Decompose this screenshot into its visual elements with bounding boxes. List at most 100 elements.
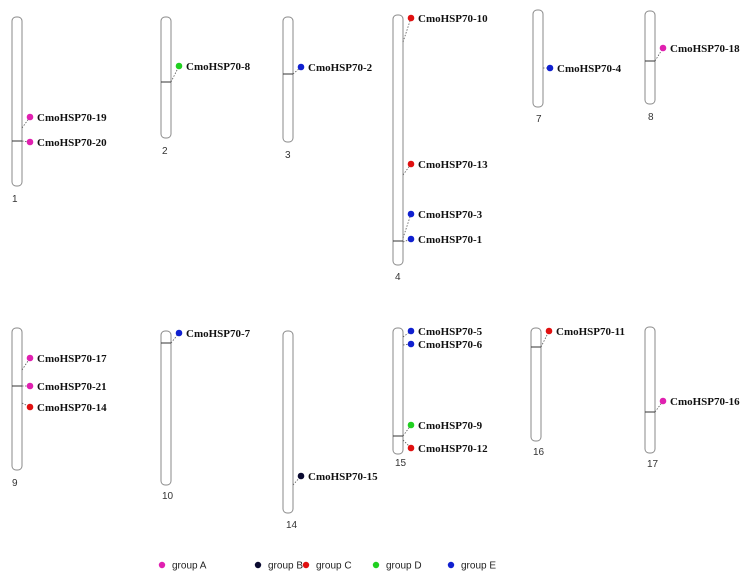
gene-label: CmoHSP70-9 <box>418 420 483 432</box>
gene-leader-line <box>402 163 412 176</box>
chromosome-3: 3 <box>282 16 294 161</box>
legend-dot <box>302 561 310 569</box>
chromosome-label: 8 <box>648 112 654 123</box>
chromosome-label: 3 <box>285 150 291 161</box>
chromosome-label: 7 <box>536 114 542 125</box>
gene-dot <box>545 327 553 335</box>
gene-dot <box>26 138 34 146</box>
gene-marker: CmoHSP70-10 <box>402 13 488 43</box>
gene-marker: CmoHSP70-2 <box>292 62 373 75</box>
chromosome-label: 10 <box>162 491 174 502</box>
legend-label: group C <box>316 561 352 572</box>
gene-dot <box>659 397 667 405</box>
gene-label: CmoHSP70-11 <box>556 326 625 338</box>
gene-marker: CmoHSP70-7 <box>170 328 251 344</box>
gene-marker: CmoHSP70-11 <box>540 326 625 348</box>
legend-dot <box>158 561 166 569</box>
chromosome-label: 2 <box>162 146 168 157</box>
gene-marker: CmoHSP70-18 <box>654 43 740 62</box>
chromosome-bar <box>160 330 172 486</box>
gene-label: CmoHSP70-2 <box>308 62 373 74</box>
chromosome-bar <box>532 9 544 108</box>
gene-dot <box>175 62 183 70</box>
gene-marker: CmoHSP70-1 <box>402 234 482 246</box>
chromosome-1: 1 <box>11 16 23 205</box>
gene-label: CmoHSP70-15 <box>308 471 378 483</box>
chromosome-bar <box>282 16 294 143</box>
gene-leader-line <box>654 400 664 413</box>
chromosome-bar <box>392 14 404 266</box>
chromosome-8: 8 <box>644 10 656 123</box>
chromosome-4: 4 <box>392 14 404 283</box>
gene-dot <box>26 403 34 411</box>
gene-marker: CmoHSP70-16 <box>654 396 740 413</box>
gene-dot <box>26 354 34 362</box>
gene-leader-line <box>170 332 180 344</box>
gene-label: CmoHSP70-14 <box>37 402 107 414</box>
gene-dot <box>546 64 554 72</box>
gene-label: CmoHSP70-1 <box>418 234 482 246</box>
gene-label: CmoHSP70-13 <box>418 159 488 171</box>
gene-marker: CmoHSP70-9 <box>402 420 483 437</box>
gene-marker: CmoHSP70-20 <box>21 137 107 149</box>
chromosome-bar <box>282 330 294 514</box>
gene-dot <box>659 44 667 52</box>
chromosome-bar <box>644 326 656 454</box>
gene-dot <box>407 210 415 218</box>
chromosome-label: 9 <box>12 478 18 489</box>
legend-item: group D <box>372 561 422 572</box>
gene-label: CmoHSP70-6 <box>418 339 483 351</box>
gene-label: CmoHSP70-5 <box>418 326 483 338</box>
chromosome-9: 9 <box>11 327 23 489</box>
legend-label: group B <box>268 561 303 572</box>
chromosome-10: 10 <box>160 330 174 502</box>
gene-label: CmoHSP70-17 <box>37 353 107 365</box>
gene-marker: CmoHSP70-8 <box>170 61 251 83</box>
gene-dot <box>297 472 305 480</box>
gene-label: CmoHSP70-19 <box>37 112 107 124</box>
chromosome-2: 2 <box>160 16 172 157</box>
gene-label: CmoHSP70-3 <box>418 209 483 221</box>
legend-item: group E <box>447 561 496 572</box>
gene-label: CmoHSP70-4 <box>557 63 622 75</box>
chromosome-bar <box>392 327 404 455</box>
chromosome-bar <box>530 327 542 442</box>
chromosome-label: 1 <box>12 194 18 205</box>
gene-leader-line <box>402 424 412 437</box>
legend-dot <box>254 561 262 569</box>
gene-dot <box>407 421 415 429</box>
legend-label: group E <box>461 561 496 572</box>
gene-dot <box>407 235 415 243</box>
chromosome-bar <box>644 10 656 105</box>
legend-label: group A <box>172 561 207 572</box>
gene-label: CmoHSP70-20 <box>37 137 107 149</box>
gene-label: CmoHSP70-10 <box>418 13 488 25</box>
chromosome-bar <box>11 327 23 471</box>
chromosome-7: 7 <box>532 9 544 125</box>
gene-marker: CmoHSP70-6 <box>402 339 483 351</box>
chromosome-bar <box>11 16 23 187</box>
legend-item: group A <box>158 561 207 572</box>
legend-item: group B <box>254 561 303 572</box>
gene-dot <box>175 329 183 337</box>
gene-dot <box>407 160 415 168</box>
chromosome-16: 16 <box>530 327 545 458</box>
chromosome-bar <box>160 16 172 139</box>
legend-item: group C <box>302 561 352 572</box>
gene-dot <box>26 113 34 121</box>
gene-label: CmoHSP70-16 <box>670 396 740 408</box>
gene-label: CmoHSP70-12 <box>418 443 488 455</box>
gene-dot <box>407 444 415 452</box>
gene-leader-line <box>402 213 412 239</box>
gene-marker: CmoHSP70-14 <box>21 402 107 414</box>
gene-label: CmoHSP70-8 <box>186 61 251 73</box>
gene-marker: CmoHSP70-21 <box>22 381 107 393</box>
gene-label: CmoHSP70-21 <box>37 381 107 393</box>
chromosome-label: 16 <box>533 447 545 458</box>
gene-marker: CmoHSP70-13 <box>402 159 488 176</box>
legend-label: group D <box>386 561 422 572</box>
chromosome-17: 17 <box>644 326 659 470</box>
chromosome-label: 14 <box>286 520 298 531</box>
